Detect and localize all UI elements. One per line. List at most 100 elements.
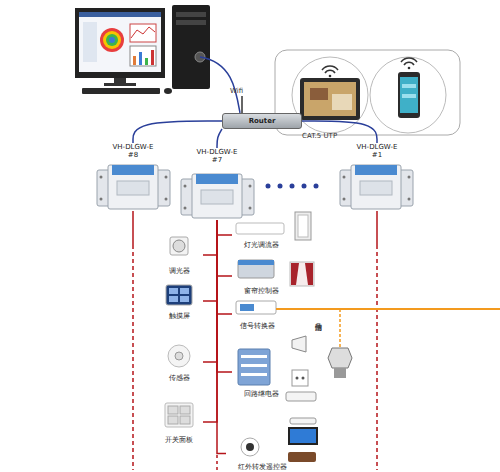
relay-stripe: [241, 373, 267, 376]
device-box: 窗帘控制器: [232, 257, 290, 295]
monitor-frame: [75, 8, 165, 78]
dot: [302, 184, 307, 189]
gateway-box: VH-DLGW-E#1: [336, 143, 418, 211]
bus-wire: [217, 220, 226, 454]
node-label: Router: [249, 117, 276, 125]
signal-converter: [236, 301, 276, 314]
switch-key: [180, 416, 190, 424]
gateway-module: [97, 165, 170, 209]
screen-bar: [139, 52, 142, 65]
bus-wire: [376, 211, 378, 245]
drive-bay: [176, 12, 206, 17]
device-box: 信号转换器: [232, 298, 282, 330]
gateway-box: VH-DLGW-E#8: [92, 143, 174, 211]
curtain-controller: [238, 260, 274, 278]
gateway-module: [340, 165, 413, 209]
dimmer-module: [236, 223, 284, 234]
dot: [314, 184, 319, 189]
door-frame: [295, 212, 311, 240]
wifi-icon: [329, 75, 332, 78]
screen-chart: [131, 27, 155, 38]
node-label: VH-DLGW-E: [197, 148, 238, 156]
dot: [278, 184, 283, 189]
wifi-icon: [322, 66, 338, 73]
fire-sensor: [328, 348, 352, 368]
color-wheel: [100, 28, 124, 52]
device-frame: [275, 50, 460, 135]
tablet: [300, 78, 360, 120]
pc-tower: [172, 5, 210, 89]
relay-stripe: [241, 355, 267, 358]
gateway-box: VH-DLGW-E#7: [180, 148, 254, 220]
tablet-screen: [310, 88, 328, 100]
sensor-lens: [175, 352, 183, 360]
sensor-icon: [168, 345, 190, 367]
device-box: 传感器: [155, 342, 203, 382]
dimmer-knob: [173, 240, 185, 252]
bus-wire: [203, 220, 217, 255]
device-label: 触摸屏: [169, 312, 190, 320]
screen-chart: [130, 24, 156, 42]
ac-unit: [286, 392, 316, 401]
relay-stripe: [241, 364, 267, 367]
device-label: 传感器: [169, 374, 190, 382]
node-label: VH-DLGW-E: [113, 143, 154, 151]
bus-wire: [217, 220, 232, 235]
screen-bar: [145, 58, 148, 65]
node-label: #7: [212, 156, 222, 164]
gateway-module: [181, 174, 254, 218]
dot: [266, 184, 271, 189]
bus-wire: [203, 220, 217, 301]
fire-signal-line: [339, 309, 341, 348]
switch-key: [168, 416, 178, 424]
screen-key: [169, 296, 178, 302]
socket-hole: [296, 377, 299, 380]
network-link: [217, 129, 222, 148]
touch-screen: [166, 285, 192, 305]
switch-panel: [165, 403, 193, 427]
more-gateways-dots: [266, 184, 319, 189]
node-label: VH-DLGW-E: [357, 143, 398, 151]
color-wheel: [109, 37, 115, 43]
phone-screen: [402, 94, 416, 98]
phone-screen: [400, 77, 418, 113]
monitor-stand: [104, 83, 136, 86]
color-wheel: [106, 34, 118, 46]
switch-key: [180, 406, 190, 414]
cable-label: CAT.5 UTP: [302, 132, 337, 140]
wifi-antenna: [241, 96, 243, 114]
ir-lens: [246, 443, 254, 451]
wifi-label: Wifi: [230, 87, 243, 95]
device-label: 窗帘控制器: [244, 287, 279, 295]
device-label: 灯光调流器: [244, 241, 279, 249]
device-label: 调光器: [169, 267, 190, 275]
screen-panel: [83, 22, 97, 62]
bus-wire: [203, 220, 217, 362]
door-panel: [298, 215, 308, 237]
bus-wire: [217, 220, 232, 372]
node-label: #1: [372, 151, 382, 159]
phone: [398, 72, 420, 118]
socket-hole: [302, 377, 305, 380]
device-box: 调光器: [155, 235, 203, 275]
dot: [290, 184, 295, 189]
mobile-devices: [275, 50, 460, 135]
tablet-screen: [304, 82, 356, 116]
device-label: 信号转换器: [240, 322, 275, 330]
keyboard: [82, 88, 160, 94]
device-box: 开关面板: [155, 400, 203, 444]
phone-circle: [370, 57, 446, 133]
tablet-circle: [292, 57, 368, 133]
bus-wire: [376, 245, 378, 470]
router-box: Router: [222, 113, 302, 129]
ac-unit: [290, 418, 316, 424]
network-link: [133, 121, 222, 143]
screen-key: [180, 296, 189, 302]
bus-wire: [216, 455, 218, 472]
phone-screen: [402, 84, 416, 88]
device-label: 回路继电器: [244, 390, 279, 398]
fire-signal-line: [276, 308, 500, 310]
curtain: [291, 263, 299, 285]
